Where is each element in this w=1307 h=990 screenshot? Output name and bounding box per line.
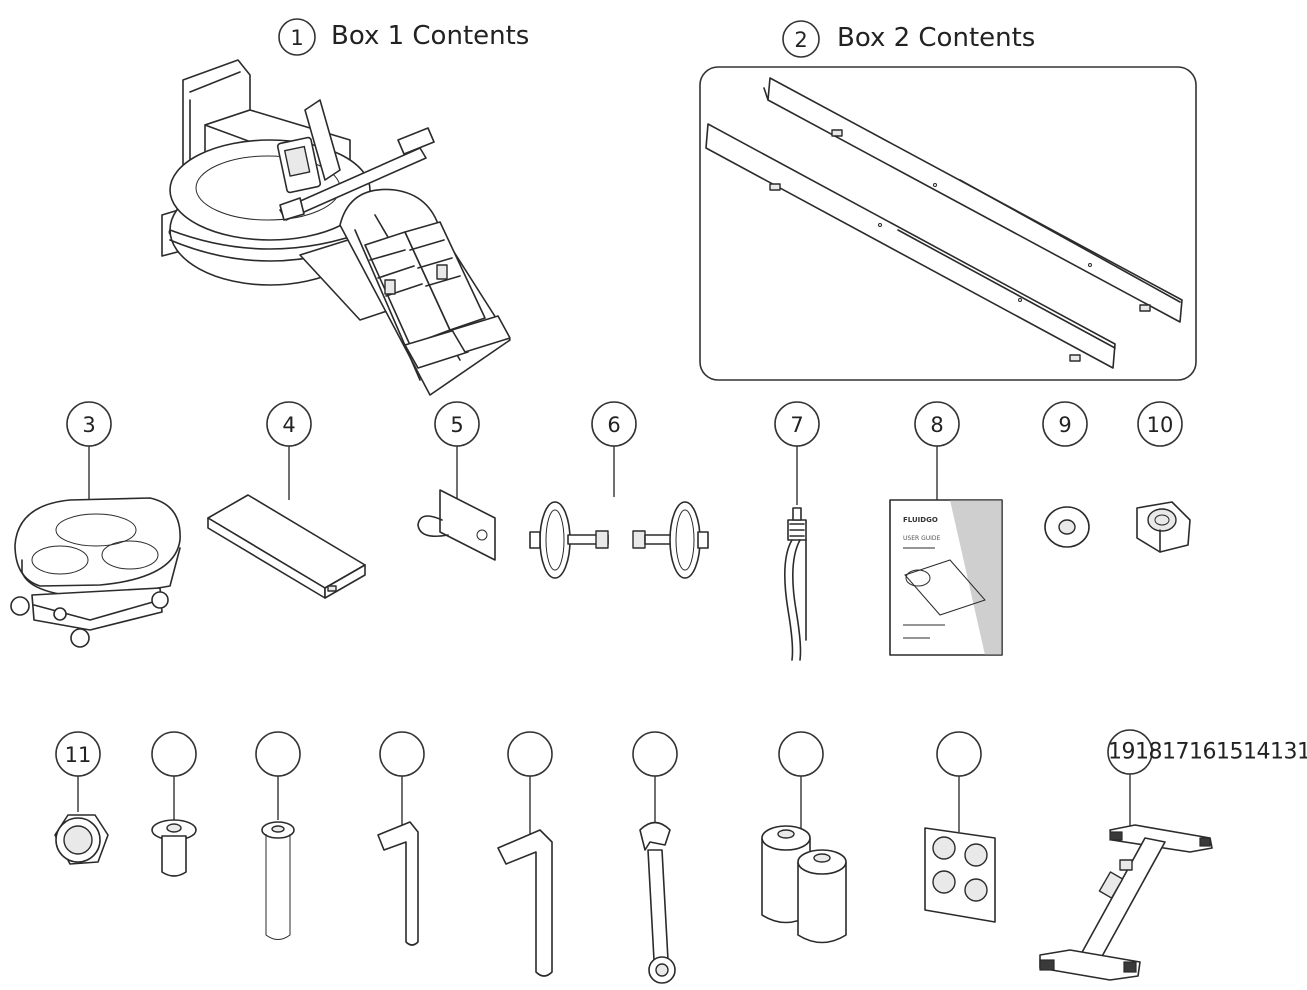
svg-text:9: 9 (1058, 413, 1071, 437)
rower-main-unit-illustration (161, 59, 511, 396)
box2-title: Box 2 Contents (837, 23, 1035, 53)
callout-5: 5 (434, 401, 480, 505)
rail-back-illustration (763, 77, 1183, 323)
user-manual-illustration: FLUIDGO USER GUIDE (889, 499, 1003, 656)
callout-3: 3 (66, 401, 112, 510)
callout-15 (507, 731, 553, 836)
box1-heading: 1 Box 1 Contents (278, 18, 529, 56)
wheel-axle-set-illustration (529, 501, 709, 579)
callout-12 (151, 731, 197, 820)
box2-heading: 2 Box 2 Contents (782, 20, 1035, 58)
callout-7: 7 (774, 401, 820, 505)
svg-text:10: 10 (1147, 413, 1174, 437)
wrench-illustration (639, 821, 676, 984)
seat-illustration (10, 497, 181, 648)
callout-14 (379, 731, 425, 832)
felt-pads-sheet-illustration (924, 827, 996, 923)
svg-text:3: 3 (82, 413, 95, 437)
washer-illustration (1044, 506, 1090, 548)
long-bolt-illustration (261, 821, 295, 940)
callout-19: 1918171615141312 (1107, 729, 1307, 828)
seat-rail-plate-illustration (207, 494, 366, 599)
box1-number: 1 (290, 26, 303, 50)
water-pump-hose-illustration (784, 507, 807, 661)
svg-text:6: 6 (607, 413, 620, 437)
callout-16 (632, 731, 678, 826)
callout-8: 8 (914, 401, 960, 505)
callout-13 (255, 731, 301, 820)
box2-contents-panel (699, 66, 1197, 381)
dome-nut-illustration (54, 814, 109, 865)
manual-brand: FLUIDGO (903, 516, 938, 524)
short-bolt-illustration (151, 819, 197, 877)
rail-front-illustration (705, 123, 1116, 369)
box2-number: 2 (794, 28, 807, 52)
batteries-illustration (761, 825, 847, 944)
callout-17 (778, 731, 824, 828)
callout-6: 6 (591, 401, 637, 497)
callout-4: 4 (266, 401, 312, 500)
svg-text:7: 7 (790, 413, 803, 437)
callout-11: 11 (55, 731, 101, 812)
svg-text:8: 8 (930, 413, 943, 437)
svg-text:4: 4 (282, 413, 295, 437)
callout-9: 9 (1042, 401, 1088, 447)
lock-nut-illustration (1136, 501, 1191, 553)
callout-10: 10 (1137, 401, 1183, 447)
rear-stabilizer-illustration (1039, 824, 1213, 981)
svg-text:11: 11 (65, 743, 92, 767)
callout-18 (936, 731, 982, 832)
large-allen-key-illustration (497, 829, 553, 977)
callout-19-merged-label: 1918171615141312 (1108, 740, 1307, 765)
box1-title: Box 1 Contents (331, 21, 529, 51)
small-allen-key-illustration (377, 821, 419, 946)
svg-text:5: 5 (450, 413, 463, 437)
manual-title: USER GUIDE (903, 535, 940, 542)
eye-bolt-bracket-illustration (417, 489, 496, 561)
